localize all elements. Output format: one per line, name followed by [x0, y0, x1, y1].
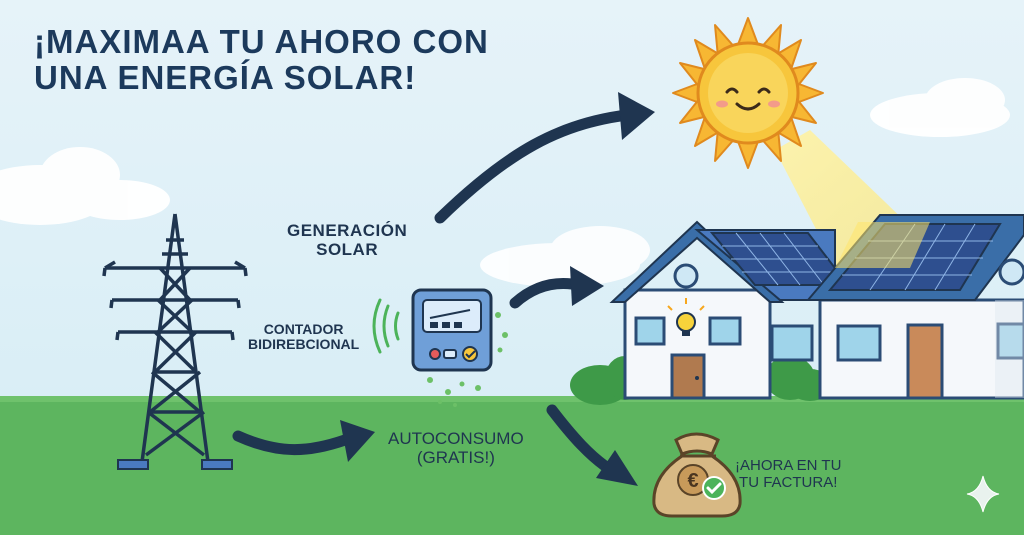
check-icon	[702, 476, 726, 500]
solar-panel-icon	[709, 232, 851, 286]
arrow-grid-to-meter-head	[340, 420, 375, 462]
cloud-left	[0, 147, 170, 225]
arrow-to-savings-head	[596, 450, 638, 486]
label-bidirectional-meter: CONTADOR BIDIREBCIONAL	[248, 321, 360, 353]
label-self-consumption: AUTOCONSUMO (GRATIS!)	[388, 429, 524, 467]
grass-horizon	[0, 396, 1024, 402]
sparkle-icon	[966, 475, 1000, 513]
label-solar-generation: GENERACIÓN SOLAR	[287, 221, 408, 259]
title-line-2: UNA ENERGÍA SOLAR!	[34, 59, 417, 97]
sun-icon	[672, 17, 824, 169]
label-self-consumption-line-2: (GRATIS!)	[416, 447, 495, 467]
label-savings-line-2: TU FACTURA!	[739, 473, 838, 491]
cloud-right-top	[870, 78, 1010, 137]
label-solar-generation-line-2: SOLAR	[316, 239, 379, 259]
arrow-to-sun-head	[618, 92, 655, 140]
arrow-to-house-head	[570, 266, 604, 306]
arrow-grid-to-meter	[232, 430, 351, 456]
money-bag-icon: €	[652, 432, 742, 518]
cloud-house	[480, 226, 650, 287]
label-meter-line-1: CONTADOR	[263, 321, 344, 337]
tower-foot-right	[201, 459, 233, 470]
grass-ground	[0, 398, 1024, 535]
house-icon-2	[805, 214, 1024, 400]
power-tower-icon	[102, 213, 248, 463]
title-line-1: ¡MAXIMAA TU AHORO CON	[34, 23, 489, 60]
arrow-to-house	[509, 278, 578, 309]
page-title: ¡MAXIMAA TU AHORO CON UNA ENERGÍA SOLAR!	[34, 23, 489, 97]
label-solar-generation-line-1: GENERACIÓN	[287, 221, 408, 240]
arrow-to-sun	[434, 110, 626, 224]
label-self-consumption-line-1: AUTOCONSUMO	[388, 429, 524, 448]
euro-symbol: €	[687, 470, 698, 492]
label-savings-bill: ¡AHORA EN TU TU FACTURA!	[735, 457, 842, 491]
bulb-icon	[667, 298, 705, 336]
label-meter-line-2: BIDIREBCIONAL	[248, 336, 360, 353]
smart-meter-icon	[372, 288, 508, 407]
label-savings-line-1: ¡AHORA EN TU	[735, 457, 842, 474]
glowing-panel	[835, 222, 930, 268]
tower-foot-left	[117, 459, 149, 470]
arrow-to-savings	[546, 404, 611, 472]
